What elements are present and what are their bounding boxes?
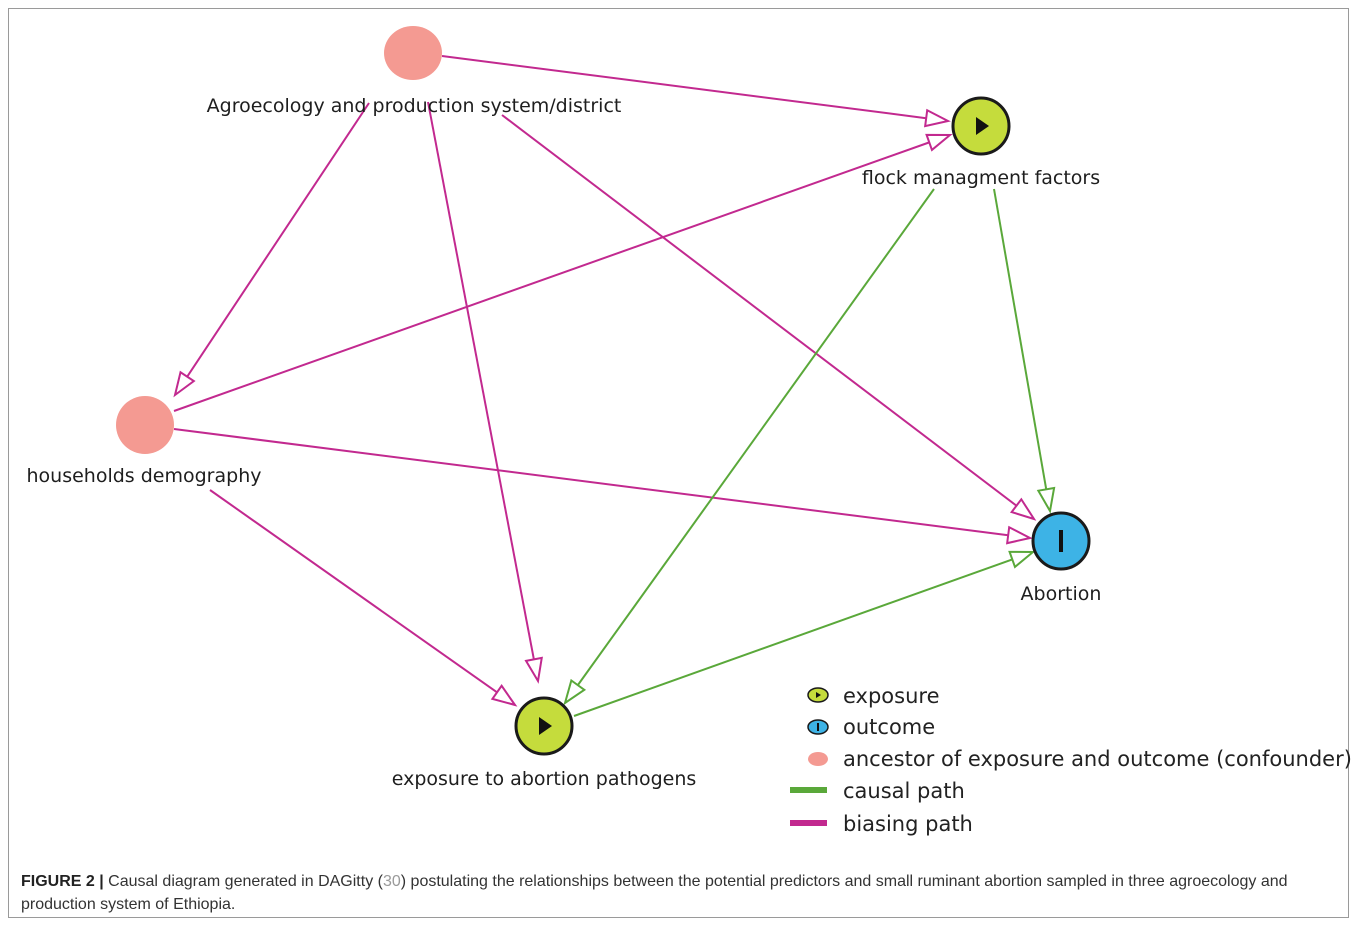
- edge-households-to-abortion: [173, 428, 1033, 545]
- confounder-node-circle: [116, 396, 174, 454]
- play-icon: [976, 117, 989, 135]
- biasing-path-line: [173, 141, 930, 412]
- arrowhead-icon: [524, 656, 543, 684]
- edge-agroecology-to-exposure_pathogens: [427, 101, 543, 684]
- legend-item-causal-path: causal path: [790, 779, 965, 803]
- legend-item-outcome: outcome: [807, 715, 935, 739]
- biasing-path-line: [501, 114, 1018, 507]
- edge-agroecology-to-households: [173, 102, 370, 398]
- arrowhead-icon: [490, 684, 518, 707]
- biasing-path-line: [209, 489, 498, 694]
- edges-layer: [173, 55, 1056, 717]
- node-label-abortion: Abortion: [1021, 583, 1102, 605]
- reference-link[interactable]: 30: [382, 873, 401, 890]
- arrowhead-icon: [1009, 497, 1037, 521]
- causal-path-line: [573, 558, 1013, 717]
- arrowhead-icon: [923, 108, 951, 128]
- outcome-bar-icon: [817, 723, 819, 731]
- node-abortion[interactable]: Abortion: [1021, 511, 1102, 605]
- ancestor-legend-icon: [808, 752, 828, 766]
- edge-agroecology-to-flock: [441, 55, 951, 128]
- legend-label-ancestor: ancestor of exposure and outcome (confou…: [843, 747, 1352, 771]
- edge-agroecology-to-abortion: [501, 114, 1037, 521]
- node-label-flock: flock managment factors: [862, 167, 1100, 189]
- node-households[interactable]: households demography: [27, 396, 262, 487]
- causal-path-swatch: [790, 787, 827, 793]
- edge-exposure_pathogens-to-abortion: [573, 550, 1036, 717]
- legend-label-exposure: exposure: [843, 684, 940, 708]
- arrowhead-icon: [925, 133, 953, 152]
- biasing-path-line: [427, 101, 535, 660]
- node-flock[interactable]: flock managment factors: [862, 96, 1100, 189]
- arrowhead-icon: [563, 678, 587, 706]
- play-icon: [539, 717, 552, 735]
- node-agroecology[interactable]: Agroecology and production system/distri…: [207, 26, 622, 117]
- causal-diagram: Agroecology and production system/distri…: [27, 26, 1352, 836]
- arrowhead-icon: [1005, 525, 1033, 545]
- causal-path-line: [993, 188, 1048, 490]
- edge-flock-to-exposure_pathogens: [563, 188, 935, 706]
- biasing-path-line: [186, 102, 370, 378]
- biasing-path-line: [173, 428, 1009, 537]
- arrowhead-icon: [1036, 486, 1056, 514]
- biasing-path-line: [441, 55, 927, 120]
- node-label-exposure-pathogens: exposure to abortion pathogens: [392, 768, 697, 790]
- legend: exposure outcome ancestor of exposure an…: [790, 684, 1352, 836]
- caption-text-before: Causal diagram generated in DAGitty (: [108, 873, 383, 890]
- outcome-bar-icon: [1059, 530, 1063, 552]
- biasing-path-swatch: [790, 820, 827, 826]
- node-label-agroecology: Agroecology and production system/distri…: [207, 95, 622, 117]
- edge-households-to-flock: [173, 133, 953, 412]
- edge-flock-to-abortion: [993, 188, 1056, 514]
- legend-label-causal-path: causal path: [843, 779, 965, 803]
- caption-text-after: ) postulating the relationships between …: [21, 873, 1288, 913]
- legend-item-exposure: exposure: [807, 684, 940, 708]
- legend-label-biasing-path: biasing path: [843, 812, 973, 836]
- play-icon: [816, 692, 821, 698]
- figure-caption: FIGURE 2 | Causal diagram generated in D…: [21, 870, 1331, 916]
- causal-path-line: [577, 188, 935, 686]
- legend-label-outcome: outcome: [843, 715, 935, 739]
- node-label-households: households demography: [27, 465, 262, 487]
- node-exposure-pathogens[interactable]: exposure to abortion pathogens: [392, 696, 697, 790]
- arrowhead-icon: [1008, 550, 1036, 569]
- arrowhead-icon: [173, 370, 196, 398]
- confounder-node-circle: [384, 26, 442, 80]
- legend-item-biasing-path: biasing path: [790, 812, 973, 836]
- legend-item-ancestor: ancestor of exposure and outcome (confou…: [808, 747, 1352, 771]
- figure-frame: [8, 8, 1349, 918]
- edge-households-to-exposure_pathogens: [209, 489, 518, 707]
- figure-label: FIGURE 2 |: [21, 873, 104, 890]
